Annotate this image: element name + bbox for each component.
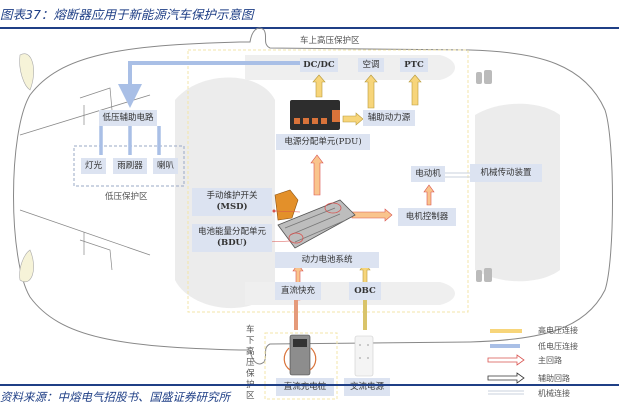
node-lv-aux: 低压辅助电路: [99, 110, 157, 126]
node-ac: 空调: [358, 58, 384, 72]
node-battery: 动力电池系统: [275, 252, 379, 268]
node-bdu: 电池能量分配单元 (BDU): [192, 224, 272, 252]
pdu-device: [290, 100, 340, 130]
source-note: 资料来源：中熔电气招股书、国盛证券研究所: [0, 390, 230, 404]
onboard-hv-zone-label: 车上高压保护区: [300, 36, 360, 46]
legend-aux-loop: 辅助回路: [538, 374, 570, 383]
hv-arrows: [312, 74, 422, 299]
node-obc: OBC: [349, 282, 381, 300]
node-msd: 手动维护开关 (MSD): [192, 188, 272, 216]
node-dc-pile: 直流充电桩: [276, 378, 334, 396]
msd-device: [274, 189, 299, 221]
node-horn: 喇叭: [153, 158, 178, 174]
node-ptc: PTC: [400, 58, 428, 72]
node-bdu-line1: 电池能量分配单元: [197, 227, 266, 238]
node-bdu-line2: (BDU): [216, 238, 247, 248]
node-aux-power: 辅助动力源: [363, 110, 415, 126]
legend-markers: [487, 329, 525, 395]
battery-pack: [277, 199, 356, 249]
node-mech-drive: 机械传动装置: [470, 164, 542, 182]
offboard-hv-zone-label: 车下高压保护区: [246, 325, 255, 401]
node-msd-line1: 手动维护开关: [206, 191, 258, 202]
node-motor: 电动机: [411, 166, 445, 182]
offboard-hv-zone: [264, 332, 338, 400]
legend-mech: 机械连接: [538, 389, 570, 398]
node-dc-fast: 直流快充: [275, 282, 321, 300]
node-pdu: 电源分配单元(PDU): [276, 134, 370, 150]
title-rule: [0, 27, 619, 29]
dc-charging-pile: [283, 334, 317, 376]
headlight-top: [19, 53, 34, 91]
footer-rule: [0, 384, 619, 386]
lv-zone-label: 低压保护区: [105, 192, 148, 202]
legend-lv: 低电压连接: [538, 342, 578, 351]
legend-hv: 高电压连接: [538, 326, 578, 335]
onboard-hv-zone: [187, 49, 469, 313]
ac-source: [354, 335, 374, 377]
node-dcdc: DC/DC: [300, 58, 338, 72]
headlight-bottom: [19, 249, 34, 283]
node-lights: 灯光: [81, 158, 106, 174]
legend-main-loop: 主回路: [538, 356, 562, 365]
node-ac-source: 交流电源: [344, 378, 390, 396]
figure-title: 图表37：熔断器应用于新能源汽车保护示意图: [0, 7, 254, 22]
node-msd-line2: (MSD): [216, 202, 248, 212]
node-motor-ctrl: 电机控制器: [398, 208, 456, 226]
lv-connection: [118, 61, 300, 108]
mech-link: [442, 172, 470, 178]
car-outline: [13, 27, 613, 365]
node-wiper: 雨刷器: [113, 158, 147, 174]
